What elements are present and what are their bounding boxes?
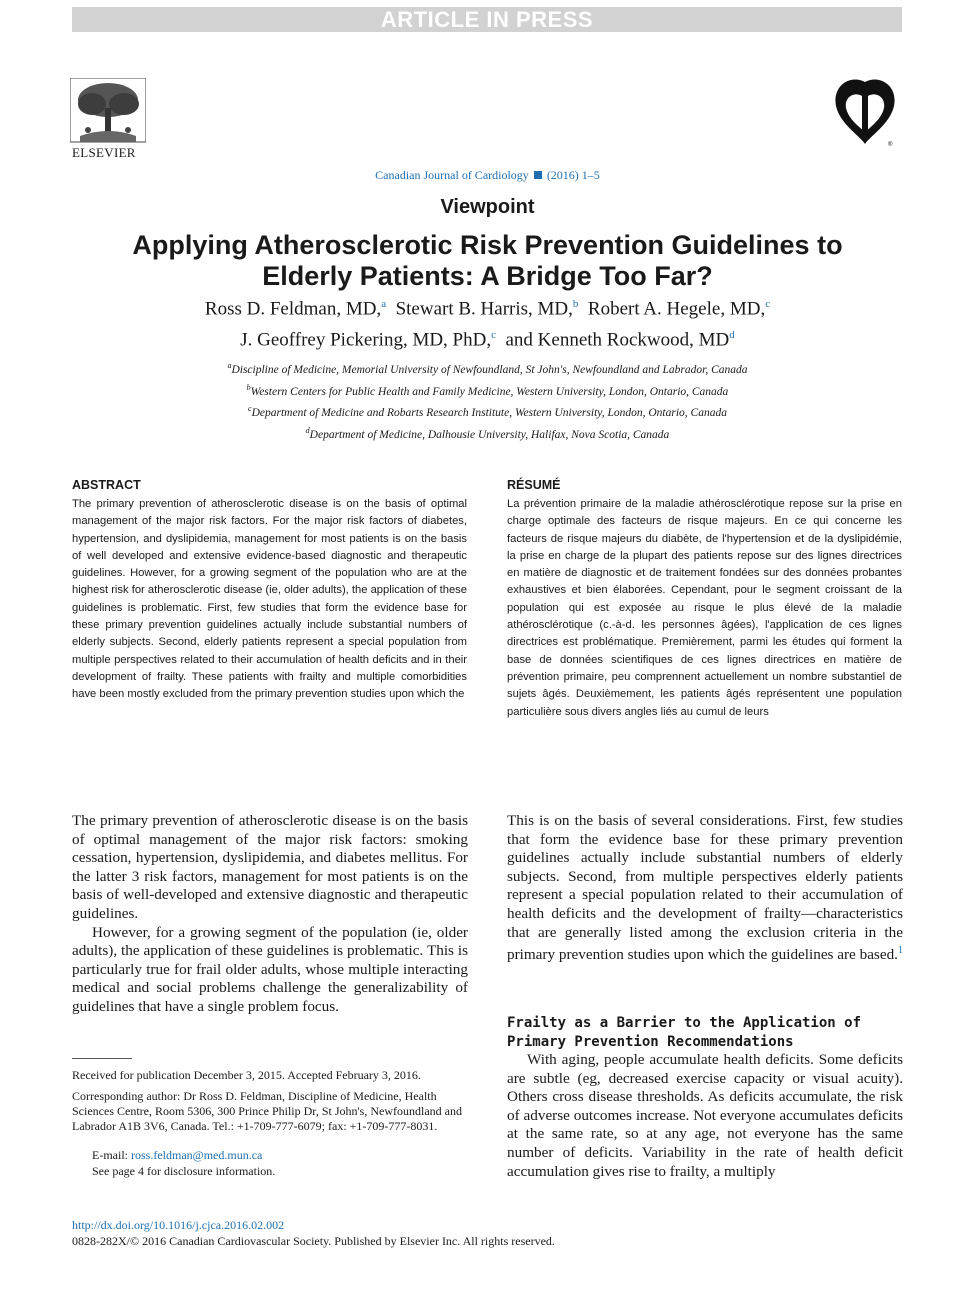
- affiliation: bWestern Centers for Public Health and F…: [80, 383, 895, 398]
- affiliation-text: Discipline of Medicine, Memorial Univers…: [231, 363, 748, 376]
- body-right-column: This is on the basis of several consider…: [507, 812, 903, 965]
- reference-link[interactable]: 1: [897, 945, 903, 957]
- body-paragraph: The primary prevention of atheroscleroti…: [72, 812, 468, 922]
- doi-link[interactable]: http://dx.doi.org/10.1016/j.cjca.2016.02…: [72, 1218, 285, 1232]
- received-note: Received for publication December 3, 201…: [72, 1068, 421, 1082]
- elsevier-tree-logo: [70, 78, 146, 143]
- article-title: Applying Atherosclerotic Risk Prevention…: [80, 230, 895, 292]
- body-paragraph: However, for a growing segment of the po…: [72, 923, 468, 1015]
- body-paragraph: With aging, people accumulate health def…: [507, 1051, 903, 1180]
- affiliation-marker: b: [246, 383, 251, 392]
- affiliation-marker: d: [305, 426, 310, 435]
- footnote-divider: [72, 1058, 132, 1059]
- journal-citation: Canadian Journal of Cardiology (2016) 1–5: [0, 168, 975, 183]
- abstract-text: The primary prevention of atheroscleroti…: [72, 498, 467, 701]
- publisher-name: ELSEVIER: [72, 145, 136, 160]
- body-right-column-continued: With aging, people accumulate health def…: [507, 1051, 903, 1181]
- author-line-2: J. Geoffrey Pickering, MD, PhD,c and Ken…: [80, 329, 895, 351]
- author-name: J. Geoffrey Pickering, MD, PhD,: [240, 329, 492, 351]
- email-link[interactable]: ross.feldman@med.mun.ca: [131, 1148, 263, 1162]
- affiliation-text: Western Centers for Public Health and Fa…: [250, 385, 729, 398]
- resume-heading: RÉSUMÉ: [507, 478, 561, 492]
- body-paragraph-text: This is on the basis of several consider…: [507, 812, 903, 964]
- resume-text: La prévention primaire de la maladie ath…: [507, 498, 902, 718]
- author-affiliation-ref[interactable]: b: [572, 298, 579, 310]
- article-in-press-banner: ARTICLE IN PRESS: [72, 7, 902, 32]
- corresponding-author-note: Corresponding author: Dr Ross D. Feldman…: [72, 1089, 462, 1134]
- copyright-line: 0828-282X/© 2016 Canadian Cardiovascular…: [72, 1234, 555, 1248]
- affiliation-marker: c: [248, 404, 252, 413]
- affiliation-text: Department of Medicine, Dalhousie Univer…: [309, 428, 670, 441]
- ccs-heart-logo: ®: [835, 79, 895, 148]
- section-heading: Frailty as a Barrier to the Application …: [507, 1015, 862, 1050]
- journal-name[interactable]: Canadian Journal of Cardiology: [375, 168, 529, 182]
- svg-text:®: ®: [888, 141, 893, 148]
- affiliation: dDepartment of Medicine, Dalhousie Unive…: [80, 426, 895, 441]
- author-name: Robert A. Hegele, MD,: [587, 298, 766, 320]
- title-line-2: Elderly Patients: A Bridge Too Far?: [262, 261, 713, 291]
- section-label: Viewpoint: [440, 196, 535, 218]
- author-affiliation-ref[interactable]: c: [491, 329, 496, 341]
- author-affiliation-ref[interactable]: d: [729, 329, 735, 341]
- author-name: Stewart B. Harris, MD,: [395, 298, 573, 320]
- square-separator-icon: [533, 171, 542, 179]
- body-paragraph: This is on the basis of several consider…: [507, 812, 903, 965]
- affiliation: aDiscipline of Medicine, Memorial Univer…: [80, 361, 895, 376]
- affiliation-text: Department of Medicine and Robarts Resea…: [251, 406, 727, 419]
- author-name: Ross D. Feldman, MD,: [204, 298, 382, 320]
- affiliation: cDepartment of Medicine and Robarts Rese…: [80, 404, 895, 419]
- author-name: and Kenneth Rockwood, MD: [505, 329, 730, 351]
- journal-issue: (2016) 1–5: [546, 168, 600, 182]
- body-left-column: The primary prevention of atheroscleroti…: [72, 812, 468, 1017]
- title-line-1: Applying Atherosclerotic Risk Prevention…: [132, 230, 843, 260]
- author-affiliation-ref[interactable]: a: [381, 298, 387, 310]
- author-affiliation-ref[interactable]: c: [765, 298, 771, 310]
- author-line-1: Ross D. Feldman, MD,a Stewart B. Harris,…: [80, 298, 895, 320]
- abstract-heading: ABSTRACT: [72, 478, 141, 492]
- disclosure-note: See page 4 for disclosure information.: [92, 1164, 276, 1178]
- email-line: E-mail: ross.feldman@med.mun.ca: [92, 1148, 468, 1163]
- email-label: E-mail:: [92, 1148, 128, 1162]
- affiliation-marker: a: [227, 361, 232, 370]
